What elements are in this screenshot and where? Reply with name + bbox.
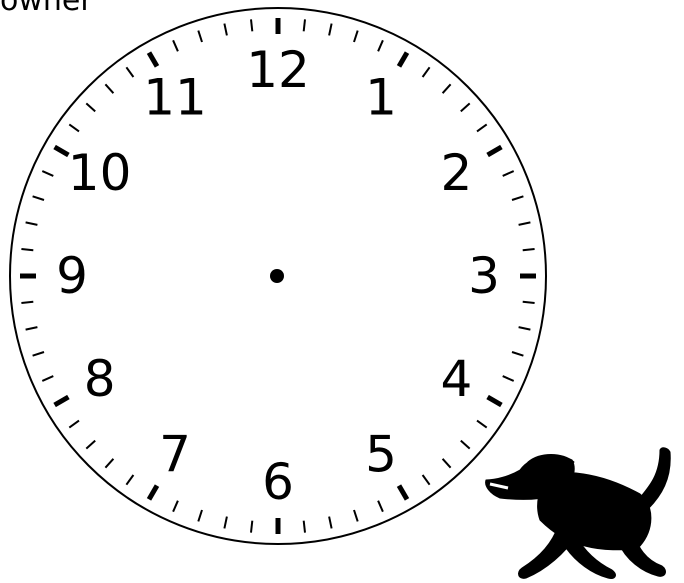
numeral-8: 8 xyxy=(84,350,116,408)
minor-tick xyxy=(329,517,332,529)
minor-tick xyxy=(477,124,487,131)
major-tick xyxy=(488,147,502,155)
minor-tick xyxy=(443,459,451,468)
minor-tick xyxy=(86,103,95,111)
minor-tick xyxy=(33,196,44,200)
major-tick xyxy=(399,53,407,67)
minor-tick xyxy=(519,222,531,225)
minor-tick xyxy=(21,302,33,303)
major-tick xyxy=(399,486,407,500)
minor-tick xyxy=(86,441,95,449)
minor-tick xyxy=(198,510,202,521)
numeral-4: 4 xyxy=(440,350,472,408)
minor-tick xyxy=(69,421,79,428)
minor-tick xyxy=(354,510,358,521)
minor-tick xyxy=(251,521,252,533)
minor-tick xyxy=(477,421,487,428)
minor-tick xyxy=(503,171,514,176)
minor-tick xyxy=(126,67,133,77)
minor-tick xyxy=(378,501,383,512)
minor-tick xyxy=(461,103,470,111)
numeral-9: 9 xyxy=(56,247,88,305)
minor-tick xyxy=(461,441,470,449)
minor-tick xyxy=(33,352,44,356)
minor-tick xyxy=(173,501,178,512)
minor-tick xyxy=(105,459,113,468)
dog-silhouette xyxy=(486,448,671,579)
minor-tick xyxy=(519,327,531,330)
major-tick xyxy=(488,397,502,405)
minor-tick xyxy=(26,327,38,330)
minor-tick xyxy=(224,24,227,36)
major-tick xyxy=(55,147,69,155)
minor-tick xyxy=(329,24,332,36)
minor-tick xyxy=(512,352,523,356)
minor-tick xyxy=(523,249,535,250)
numeral-1: 1 xyxy=(365,69,397,127)
numeral-12: 12 xyxy=(246,41,310,99)
numeral-10: 10 xyxy=(68,144,132,202)
minor-tick xyxy=(42,376,53,381)
minor-tick xyxy=(378,40,383,51)
minor-tick xyxy=(251,19,252,31)
major-tick xyxy=(55,397,69,405)
minor-tick xyxy=(443,84,451,93)
minor-tick xyxy=(224,517,227,529)
minor-tick xyxy=(304,19,305,31)
minor-tick xyxy=(523,302,535,303)
major-tick xyxy=(149,486,157,500)
minor-tick xyxy=(126,475,133,485)
minor-tick xyxy=(21,249,33,250)
numeral-6: 6 xyxy=(262,453,294,511)
minor-tick xyxy=(26,222,38,225)
minor-tick xyxy=(304,521,305,533)
numeral-7: 7 xyxy=(159,425,191,483)
minor-tick xyxy=(512,196,523,200)
minor-tick xyxy=(198,31,202,42)
minor-tick xyxy=(173,40,178,51)
minor-tick xyxy=(423,67,430,77)
numeral-2: 2 xyxy=(440,144,472,202)
numeral-5: 5 xyxy=(365,425,397,483)
minor-tick xyxy=(423,475,430,485)
minor-tick xyxy=(42,171,53,176)
numeral-11: 11 xyxy=(143,69,207,127)
center-dot xyxy=(270,269,284,283)
minor-tick xyxy=(503,376,514,381)
numeral-3: 3 xyxy=(468,247,500,305)
major-tick xyxy=(149,53,157,67)
minor-tick xyxy=(105,84,113,93)
minor-tick xyxy=(69,124,79,131)
minor-tick xyxy=(354,31,358,42)
